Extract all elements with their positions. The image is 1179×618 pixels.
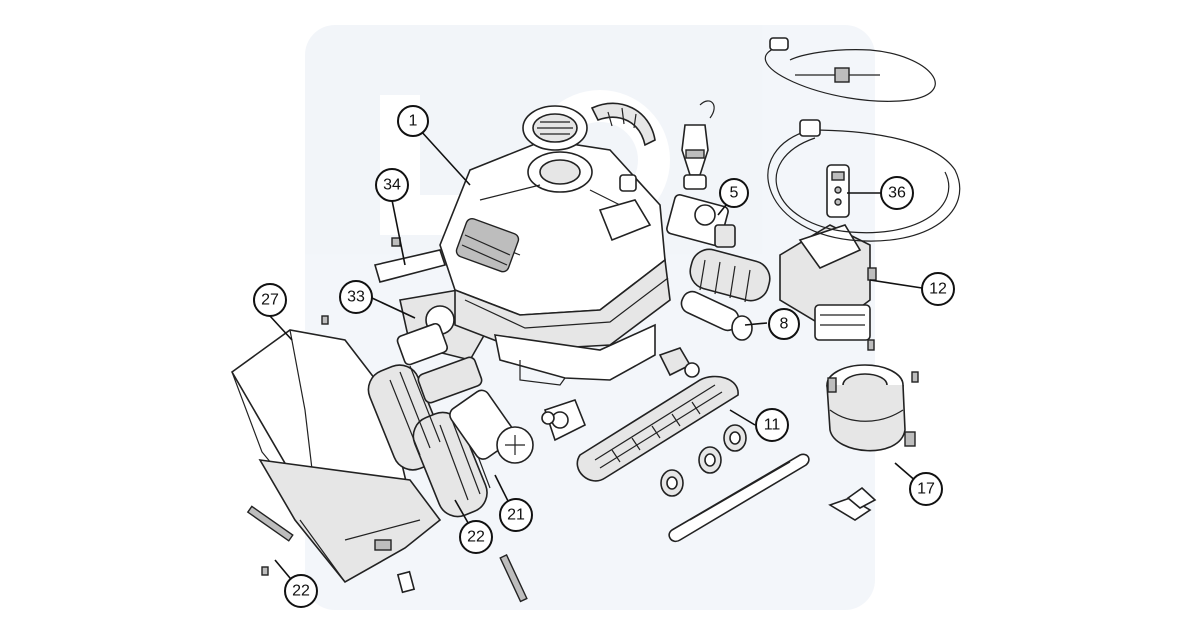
power-supply [779,224,877,341]
remote-control [826,164,850,218]
svg-text:11: 11 [764,417,781,434]
callout-27: 27 [253,283,287,317]
svg-text:36: 36 [888,185,906,202]
callout-11: 11 [755,408,789,442]
callout-21: 21 [499,498,533,532]
filter-basket [230,329,442,594]
brush-rollers [367,364,534,518]
pump-block [666,194,736,248]
callout-12: 12 [921,272,955,306]
rear-brush-roller [680,248,771,341]
callout-33: 33 [339,280,373,314]
top-grille [522,105,588,151]
side-clip [373,237,447,283]
svg-text:27: 27 [261,292,279,309]
handle [590,102,656,147]
svg-text:22: 22 [467,529,485,546]
callout-22-middle: 22 [459,520,493,554]
pump-motor [826,339,919,521]
callout-8: 8 [768,308,800,340]
svg-text:8: 8 [780,316,789,333]
svg-text:12: 12 [929,281,947,298]
swivel-connector [681,100,715,190]
callout-34: 34 [375,168,409,202]
callout-36: 36 [880,176,914,210]
svg-text:21: 21 [507,507,525,524]
brush-strip-left [246,315,329,576]
svg-text:17: 17 [917,481,935,498]
callout-22-left: 22 [284,574,318,608]
drive-track [541,347,739,482]
power-cable [764,37,936,102]
skid-bar [668,453,810,543]
callout-5: 5 [719,178,749,208]
svg-text:1: 1 [409,113,418,130]
svg-text:34: 34 [383,177,401,194]
drive-wheels [660,424,747,497]
main-housing [439,139,671,351]
svg-text:33: 33 [347,289,365,306]
callout-17: 17 [909,472,943,506]
floating-cable [767,119,961,242]
chassis [493,323,656,386]
svg-text:22: 22 [292,583,310,600]
callout-1: 1 [397,105,429,137]
svg-text:5: 5 [730,185,739,202]
